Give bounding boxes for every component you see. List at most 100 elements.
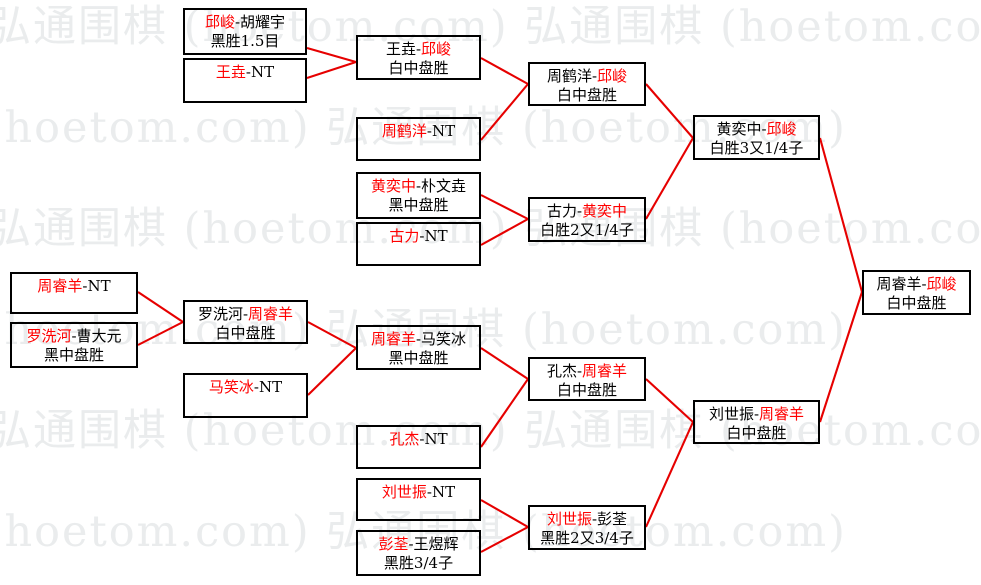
player-second: 周睿羊 bbox=[759, 405, 805, 423]
player-first: 孔杰 bbox=[389, 430, 420, 448]
player-first: 邱峻 bbox=[204, 13, 235, 31]
pair-separator: - bbox=[415, 177, 422, 195]
player-second: 曹大元 bbox=[76, 327, 122, 345]
pair-separator: - bbox=[242, 305, 249, 323]
match-result: 白中盘胜 bbox=[556, 86, 617, 105]
player-first: 罗洗河 bbox=[26, 327, 72, 345]
node-wangyao-qiujun[interactable]: 王垚-邱峻白中盘胜 bbox=[356, 35, 481, 80]
player-first: 周鹤洋 bbox=[546, 67, 592, 85]
pair-separator: - bbox=[576, 362, 583, 380]
node-wangyao-nt[interactable]: 王垚-NT bbox=[183, 58, 307, 103]
node-kongjie-zhouruiyang[interactable]: 孔杰-周睿羊白中盘胜 bbox=[528, 357, 646, 401]
player-first: 刘世振 bbox=[708, 405, 754, 423]
match-pairing: 黄奕中-朴文垚 bbox=[358, 177, 479, 196]
player-first: 王垚 bbox=[215, 63, 246, 81]
player-first: 刘世振 bbox=[381, 483, 427, 501]
player-first: 黄奕中 bbox=[716, 120, 762, 138]
player-second: 黄奕中 bbox=[582, 202, 628, 220]
player-second: NT bbox=[424, 227, 448, 245]
node-huangyizhong-puwenyao[interactable]: 黄奕中-朴文垚黑中盘胜 bbox=[356, 172, 481, 219]
match-pairing: 刘世振-NT bbox=[358, 483, 479, 502]
player-first: 周鹤洋 bbox=[381, 122, 427, 140]
match-result: 黑胜1.5目 bbox=[210, 32, 280, 51]
match-pairing: 周睿羊-NT bbox=[12, 277, 136, 296]
player-first: 周睿羊 bbox=[370, 330, 416, 348]
pair-separator: - bbox=[419, 430, 425, 448]
match-pairing: 王垚-邱峻 bbox=[358, 40, 479, 59]
match-result: 白中盘胜 bbox=[388, 59, 449, 78]
node-guli-huangyizhong[interactable]: 古力-黄奕中白胜2又1/4子 bbox=[528, 197, 646, 242]
node-liushizhen-pengquan[interactable]: 刘世振-彭荃黑胜2又3/4子 bbox=[528, 505, 646, 550]
match-pairing: 马笑冰-NT bbox=[185, 378, 306, 397]
player-first: 罗洗河 bbox=[197, 305, 243, 323]
node-guli-nt[interactable]: 古力-NT bbox=[356, 222, 481, 266]
node-kongjie-nt[interactable]: 孔杰-NT bbox=[356, 425, 481, 469]
player-second: 王煜辉 bbox=[413, 535, 459, 553]
match-pairing: 罗洗河-周睿羊 bbox=[185, 305, 306, 324]
node-maxiaobing-nt[interactable]: 马笑冰-NT bbox=[183, 373, 308, 418]
node-luoxihe-caodayuan[interactable]: 罗洗河-曹大元黑中盘胜 bbox=[10, 322, 138, 368]
player-first: 黄奕中 bbox=[370, 177, 416, 195]
node-luoxihe-zhouruiyang[interactable]: 罗洗河-周睿羊白中盘胜 bbox=[183, 300, 308, 344]
match-pairing: 周睿羊-邱峻 bbox=[864, 275, 969, 294]
match-pairing: 孔杰-周睿羊 bbox=[530, 362, 644, 381]
match-pairing: 刘世振-彭荃 bbox=[530, 510, 644, 529]
player-second: NT bbox=[87, 277, 111, 295]
match-pairing: 古力-NT bbox=[358, 227, 479, 246]
pair-separator: - bbox=[415, 330, 422, 348]
player-second: 周睿羊 bbox=[248, 305, 294, 323]
pair-separator: - bbox=[253, 378, 259, 396]
pair-separator: - bbox=[426, 122, 432, 140]
node-liushizhen-nt[interactable]: 刘世振-NT bbox=[356, 478, 481, 521]
match-pairing: 邱峻-胡耀宇 bbox=[185, 13, 305, 32]
node-zhouruiyang-maxiaobing[interactable]: 周睿羊-马笑冰黑中盘胜 bbox=[356, 325, 481, 370]
match-pairing: 周鹤洋-NT bbox=[358, 122, 479, 141]
player-second: 周睿羊 bbox=[582, 362, 628, 380]
match-result: 白中盘胜 bbox=[556, 381, 617, 400]
player-first: 周睿羊 bbox=[876, 275, 922, 293]
pair-separator: - bbox=[761, 120, 767, 138]
node-pengquan-wangyuhui[interactable]: 彭荃-王煜辉黑胜3/4子 bbox=[356, 530, 481, 576]
pair-separator: - bbox=[591, 67, 598, 85]
node-zhouheyang-nt[interactable]: 周鹤洋-NT bbox=[356, 117, 481, 161]
node-zhouruiyang-qiujun[interactable]: 周睿羊-邱峻白中盘胜 bbox=[862, 270, 971, 315]
node-liushizhen-zhouruiyang[interactable]: 刘世振-周睿羊白中盘胜 bbox=[693, 400, 820, 444]
node-zhouruiyang-nt[interactable]: 周睿羊-NT bbox=[10, 272, 138, 314]
player-second: 胡耀宇 bbox=[240, 13, 286, 31]
player-first: 刘世振 bbox=[546, 510, 592, 528]
pair-separator: - bbox=[415, 40, 422, 58]
match-pairing: 周睿羊-马笑冰 bbox=[358, 330, 479, 349]
pair-separator: - bbox=[408, 535, 414, 553]
pair-separator: - bbox=[426, 483, 432, 501]
match-pairing: 罗洗河-曹大元 bbox=[12, 327, 136, 346]
player-second: 邱峻 bbox=[597, 67, 628, 85]
player-first: 马笑冰 bbox=[208, 378, 254, 396]
match-result: 黑中盘胜 bbox=[388, 349, 449, 368]
pair-separator: - bbox=[419, 227, 425, 245]
player-first: 古力 bbox=[546, 202, 577, 220]
player-first: 彭荃 bbox=[378, 535, 409, 553]
player-second: 邱峻 bbox=[926, 275, 957, 293]
player-first: 周睿羊 bbox=[37, 277, 83, 295]
player-first: 古力 bbox=[389, 227, 420, 245]
match-pairing: 黄奕中-邱峻 bbox=[695, 120, 818, 139]
player-second: NT bbox=[431, 122, 456, 140]
match-result: 白中盘胜 bbox=[215, 324, 276, 343]
player-second: 邱峻 bbox=[766, 120, 797, 138]
node-qiujun-huyaoyu[interactable]: 邱峻-胡耀宇黑胜1.5目 bbox=[183, 8, 307, 55]
node-zhouheyang-qiujun[interactable]: 周鹤洋-邱峻白中盘胜 bbox=[528, 62, 646, 106]
match-pairing: 古力-黄奕中 bbox=[530, 202, 644, 221]
pair-separator: - bbox=[245, 63, 251, 81]
match-result: 白中盘胜 bbox=[886, 294, 947, 313]
player-first: 孔杰 bbox=[546, 362, 577, 380]
player-second: 邱峻 bbox=[421, 40, 452, 58]
match-pairing: 周鹤洋-邱峻 bbox=[530, 67, 644, 86]
match-result: 白胜2又1/4子 bbox=[540, 221, 634, 240]
player-second: NT bbox=[431, 483, 456, 501]
node-huangyizhong-qiujun[interactable]: 黄奕中-邱峻白胜3又1/4子 bbox=[693, 115, 820, 160]
match-result: 白胜3又1/4子 bbox=[709, 139, 804, 158]
match-result: 黑胜2又3/4子 bbox=[540, 529, 634, 548]
pair-separator: - bbox=[71, 327, 77, 345]
